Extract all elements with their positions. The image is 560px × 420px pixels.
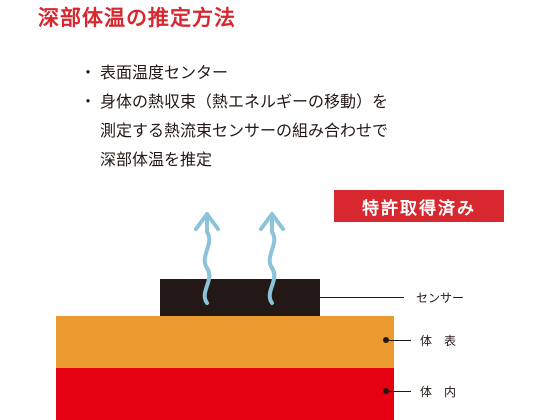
bullet-text: 身体の熱収束（熱エネルギーの移動）を [100, 92, 389, 111]
sensor-leader-line [312, 297, 404, 298]
page-title: 深部体温の推定方法 [38, 6, 236, 30]
surface-leader-dot [383, 337, 389, 343]
sensor-label: センサー [416, 291, 465, 305]
body-interior-layer [56, 368, 394, 420]
heat-flow-arrow-icon [202, 266, 212, 305]
patent-badge: 特許取得済み [334, 190, 504, 222]
bullet-text-continued: 深部体温を推定 [100, 150, 213, 169]
surface-leader-line [389, 340, 411, 341]
sensor-leader-dot [306, 294, 312, 300]
interior-leader-line [389, 391, 411, 392]
bullet-marker: ・ [80, 92, 97, 111]
bullet-item: ・ 表面温度センター [80, 58, 388, 87]
bullet-text: 表面温度センター [100, 63, 229, 82]
bullet-text-continued: 測定する熱流束センサーの組み合わせで [100, 121, 389, 140]
interior-leader-dot [383, 388, 389, 394]
interior-label: 体 内 [420, 385, 457, 399]
heat-flow-arrow-icon [267, 266, 277, 305]
bullet-item: ・ 身体の熱収束（熱エネルギーの移動）を [80, 87, 388, 116]
bullet-list: ・ 表面温度センター ・ 身体の熱収束（熱エネルギーの移動）を 測定する熱流束セ… [80, 58, 388, 174]
surface-label: 体 表 [420, 334, 457, 348]
bullet-marker: ・ [80, 63, 97, 82]
sensor-block [160, 279, 320, 316]
body-surface-layer [56, 316, 394, 368]
